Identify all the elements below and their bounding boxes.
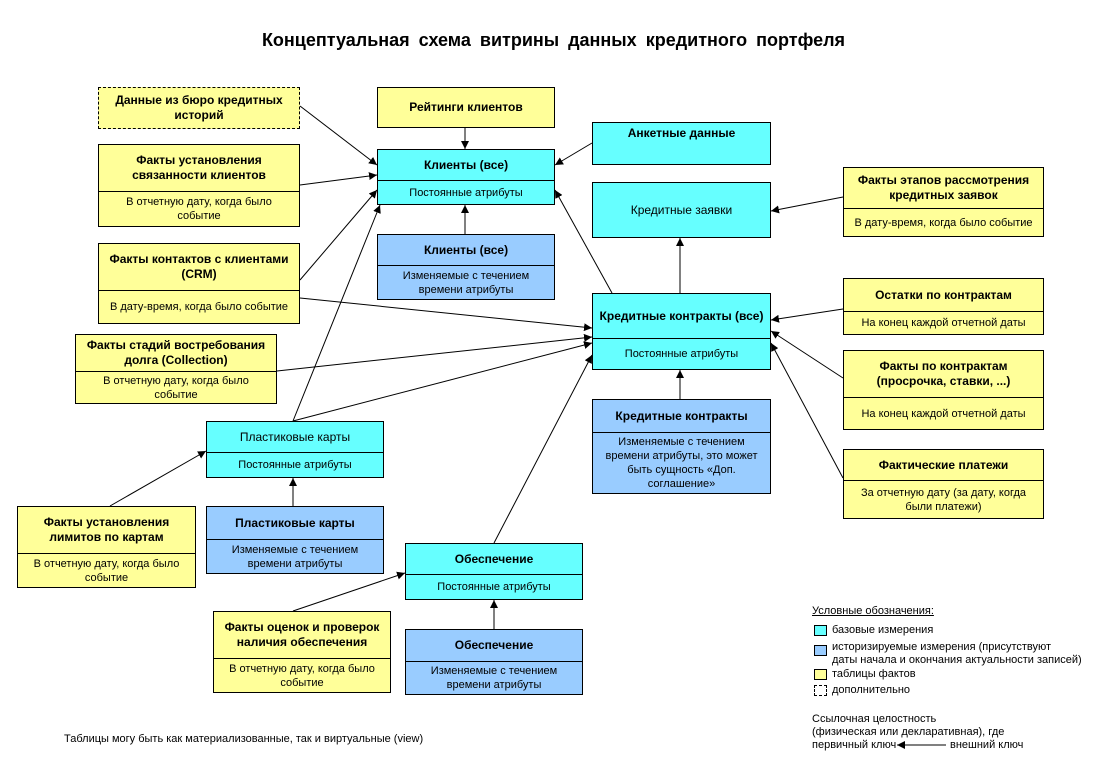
legend-label-historized-2: даты начала и окончания актуальности зап… — [832, 654, 1082, 666]
legend-ref-line-2: (физическая или декларативная), где — [812, 726, 1005, 738]
arrow-payments-contracts — [770, 342, 844, 479]
box-title: Факты этапов рассмотрения кредитных заяв… — [857, 173, 1030, 202]
arrow-related-clients — [299, 172, 378, 186]
box-subtitle: В отчетную дату, когда было событие — [99, 191, 299, 226]
box-title: Кредитные заявки — [630, 202, 733, 217]
collateral-evaluation-box: Факты оценок и проверок наличия обеспече… — [213, 611, 391, 693]
box-title: Пластиковые карты — [235, 515, 355, 530]
client-relations-box: Факты установления связанности клиентов … — [98, 144, 300, 227]
box-title: Клиенты (все) — [423, 242, 509, 257]
plastic-cards-hist-box: Пластиковые карты Изменяемые с течением … — [206, 506, 384, 574]
arrow-cards-contracts — [292, 341, 593, 422]
box-title: Кредитные контракты (все) — [599, 308, 764, 323]
clients-box: Клиенты (все) Постоянные атрибуты — [377, 149, 555, 205]
questionnaire-box: Анкетные данные — [592, 122, 771, 165]
legend-swatch-facts — [814, 669, 827, 680]
box-subtitle: В отчетную дату, когда было событие — [18, 553, 195, 587]
box-subtitle: Постоянные атрибуты — [593, 338, 770, 369]
box-title: Клиенты (все) — [423, 157, 509, 172]
box-subtitle: Изменяемые с течением времени атрибуты — [378, 265, 554, 299]
arrow-collection-contracts — [276, 333, 593, 372]
box-title: Факты установления связанности клиентов — [132, 153, 266, 182]
legend-label-facts: таблицы фактов — [832, 668, 916, 680]
box-subtitle: Постоянные атрибуты — [378, 180, 554, 204]
box-subtitle: Изменяемые с течением времени атрибуты — [406, 661, 582, 694]
box-title: Остатки по контрактам — [875, 287, 1012, 302]
box-subtitle: Изменяемые с течением времени атрибуты — [207, 539, 383, 573]
box-title: Фактические платежи — [878, 457, 1009, 472]
client-ratings-box: Рейтинги клиентов — [377, 87, 555, 128]
arrow-contracts-clients — [554, 189, 613, 294]
box-subtitle: Изменяемые с течением времени атрибуты, … — [593, 432, 770, 493]
arrow-crm-contracts — [299, 297, 593, 332]
legend-title: Условные обозначения: — [812, 605, 934, 617]
box-subtitle: В отчетную дату, когда было событие — [214, 658, 390, 692]
arrow-crm-clients — [299, 189, 378, 281]
box-title: Кредитные контракты — [615, 408, 748, 423]
box-subtitle: В отчетную дату, когда было событие — [76, 371, 276, 404]
legend-swatch-historized — [814, 645, 827, 656]
arrow-cardlimits-cards — [109, 450, 207, 507]
arrow-appstages-applications — [770, 196, 844, 214]
crm-box: Факты контактов с клиентами (CRM) В дату… — [98, 243, 300, 324]
collection-box: Факты стадий востребования долга (Collec… — [75, 334, 277, 404]
contract-balances-box: Остатки по контрактам На конец каждой от… — [843, 278, 1044, 335]
arrow-collateral-contracts — [493, 354, 593, 544]
arrow-bureau-clients — [299, 105, 378, 166]
box-title: Рейтинги клиентов — [409, 100, 523, 114]
credit-contracts-box: Кредитные контракты (все) Постоянные атр… — [592, 293, 771, 370]
legend-label-optional: дополнительно — [832, 684, 911, 696]
box-title: Факты по контрактам (просрочка, ставки, … — [876, 359, 1011, 388]
legend-label-historized-1: историзируемые измерения (присутствуют — [832, 641, 1052, 653]
box-title: Обеспечение — [454, 638, 534, 652]
legend-ref-line-1: Ссылочная целостность — [812, 713, 937, 725]
box-title: Анкетные данные — [627, 126, 736, 140]
collateral-hist-box: Обеспечение Изменяемые с течением времен… — [405, 629, 583, 695]
legend-swatch-base — [814, 625, 827, 636]
arrow-questionnaire-clients — [554, 142, 593, 166]
legend-swatch-optional — [814, 685, 827, 696]
box-subtitle: В дату-время, когда было событие — [99, 290, 299, 323]
box-title: Факты контактов с клиентами (CRM) — [109, 252, 289, 281]
box-subtitle: Постоянные атрибуты — [406, 574, 582, 599]
box-title: Данные из бюро кредитных историй — [115, 93, 283, 122]
credit-applications-box: Кредитные заявки — [592, 182, 771, 238]
box-title: Пластиковые карты — [239, 429, 351, 444]
actual-payments-box: Фактические платежи За отчетную дату (за… — [843, 449, 1044, 519]
contract-facts-box: Факты по контрактам (просрочка, ставки, … — [843, 350, 1044, 430]
box-subtitle: В дату-время, когда было событие — [844, 208, 1043, 236]
footnote: Таблицы могу быть как материализованные,… — [64, 733, 424, 745]
legend-label-base: базовые измерения — [832, 624, 934, 636]
legend-foreign-key: внешний ключ — [950, 739, 1024, 751]
box-subtitle: На конец каждой отчетной даты — [844, 311, 1043, 334]
plastic-cards-box: Пластиковые карты Постоянные атрибуты — [206, 421, 384, 478]
arrow-cards-clients — [292, 204, 381, 422]
box-subtitle: Постоянные атрибуты — [207, 452, 383, 477]
arrow-collateraleval-collateral — [292, 571, 406, 612]
clients-hist-box: Клиенты (все) Изменяемые с течением врем… — [377, 234, 555, 300]
arrow-balances-contracts — [770, 308, 844, 323]
legend-primary-key: первичный ключ — [812, 739, 897, 751]
credit-contracts-hist-box: Кредитные контракты Изменяемые с течение… — [592, 399, 771, 494]
box-title: Факты оценок и проверок наличия обеспече… — [224, 620, 380, 649]
application-stages-box: Факты этапов рассмотрения кредитных заяв… — [843, 167, 1044, 237]
diagram-title: Концептуальная схема витрины данных кред… — [261, 30, 846, 50]
box-title: Обеспечение — [454, 551, 534, 566]
collateral-box: Обеспечение Постоянные атрибуты — [405, 543, 583, 600]
box-subtitle: На конец каждой отчетной даты — [844, 397, 1043, 429]
bureau-data-box: Данные из бюро кредитных историй — [98, 87, 300, 129]
box-title: Факты установления лимитов по картам — [43, 515, 170, 544]
arrow-contractfacts-contracts — [770, 330, 844, 379]
box-subtitle: За отчетную дату (за дату, когда были пл… — [844, 480, 1043, 518]
box-title: Факты стадий востребования долга (Collec… — [86, 338, 266, 367]
card-limits-box: Факты установления лимитов по картам В о… — [17, 506, 196, 588]
